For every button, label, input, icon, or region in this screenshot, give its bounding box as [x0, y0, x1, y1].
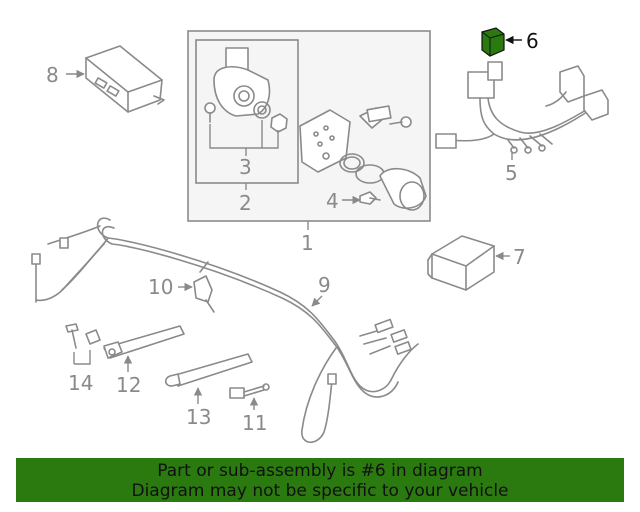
parts-diagram: 1 2 3 4 5 6 7 8 9 10 11 12 13 14	[31, 27, 609, 444]
control-module-part	[85, 45, 165, 113]
callout-4: 4	[326, 189, 339, 213]
info-banner: Part or sub-assembly is #6 in diagram Di…	[16, 458, 624, 502]
callout-8: 8	[46, 63, 59, 87]
callout-13: 13	[186, 405, 211, 429]
banner-line-1: Part or sub-assembly is #6 in diagram	[157, 461, 483, 481]
callout-2: 2	[239, 191, 252, 215]
callout-7: 7	[513, 245, 526, 269]
connector-part	[229, 383, 270, 399]
callout-1: 1	[301, 231, 314, 255]
cover-box-part	[427, 235, 495, 291]
part-9-leader	[311, 295, 323, 307]
part-14-leader	[73, 350, 91, 365]
callout-9: 9	[318, 273, 331, 297]
callout-10: 10	[148, 275, 173, 299]
harness-cable-part	[31, 217, 419, 444]
banner-line-2: Diagram may not be specific to your vehi…	[131, 481, 509, 501]
part-3-leaders	[209, 120, 279, 156]
callout-14: 14	[68, 371, 93, 395]
bracket-part	[193, 261, 215, 313]
callout-5: 5	[505, 161, 518, 185]
bolt-clip-part	[65, 323, 101, 349]
callout-3: 3	[239, 155, 252, 179]
callout-11: 11	[242, 411, 267, 435]
gas-strut-lower-part	[164, 353, 253, 387]
relay-part-highlighted	[481, 27, 505, 57]
wiring-harness-part	[435, 61, 609, 154]
callout-12: 12	[116, 373, 141, 397]
callout-6: 6	[526, 29, 539, 53]
motor-part	[204, 47, 288, 133]
gas-strut-upper-part	[103, 325, 185, 359]
